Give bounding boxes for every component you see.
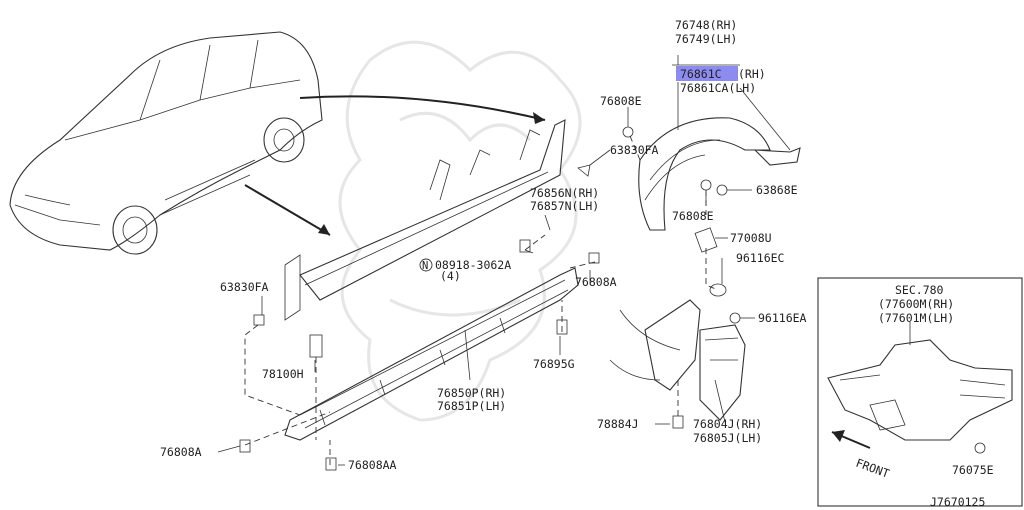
- inset-labels: SEC.780 (77600M(RH) (77601M(LH) FRONT 76…: [854, 283, 994, 481]
- label-96116ec: 96116EC: [736, 251, 785, 265]
- inset-77601m-label: (77601M(LH): [878, 311, 954, 325]
- label-76851p: 76851P(LH): [437, 399, 506, 413]
- side-sill-panel: [284, 267, 579, 441]
- label-08918-3062a: 08918-3062A: [435, 258, 511, 272]
- inset-panel: [817, 277, 1023, 507]
- label-76808e-top: 76808E: [600, 94, 642, 108]
- label-63868e: 63868E: [756, 183, 798, 197]
- label-08918-qty: (4): [440, 269, 461, 283]
- label-76748: 76748(RH): [675, 18, 737, 32]
- label-76808a-mid: 76808A: [575, 275, 617, 289]
- n-mark-icon: [419, 258, 433, 272]
- label-63830fa-left: 63830FA: [220, 280, 269, 294]
- sill-body-structure: [284, 119, 566, 321]
- label-76861c: 76861C: [680, 67, 722, 81]
- label-76749: 76749(LH): [675, 32, 737, 46]
- mud-guard-assembly: [609, 227, 746, 421]
- vehicle-illustration: [9, 31, 323, 255]
- label-63830fa-top: 63830FA: [610, 143, 659, 157]
- wheel-arch-liner: [638, 117, 801, 231]
- inset-sec-label: SEC.780: [895, 283, 944, 297]
- inset-77600m-label: (77600M(RH): [878, 297, 954, 311]
- label-76808e-mid: 76808E: [672, 209, 714, 223]
- inset-76075e-label: 76075E: [952, 463, 994, 477]
- label-76808aa: 76808AA: [348, 458, 397, 472]
- label-76861ca: 76861CA(LH): [680, 81, 756, 95]
- part-labels: 76748(RH) 76749(LH) 76861C (RH) 76861CA(…: [160, 18, 807, 472]
- highlight-box: [676, 66, 738, 81]
- fasteners: [239, 126, 986, 471]
- label-76805j: 76805J(LH): [693, 431, 762, 445]
- label-78100h: 78100H: [262, 367, 304, 381]
- label-76804j: 76804J(RH): [693, 417, 762, 431]
- leader-lines: [217, 55, 791, 466]
- inset-front-label: FRONT: [854, 456, 891, 481]
- label-76856n: 76856N(RH): [530, 186, 599, 200]
- watermark: [338, 40, 582, 422]
- callout-arrows: [244, 95, 546, 236]
- label-77008u: 77008U: [730, 231, 772, 245]
- n-mark-letter: N: [422, 260, 428, 272]
- alignment-lines: [244, 135, 719, 465]
- label-76850p: 76850P(RH): [437, 386, 506, 400]
- label-96116ea: 96116EA: [758, 311, 807, 325]
- diagram-code: J7670125: [930, 495, 985, 509]
- label-76861c-rh: (RH): [738, 67, 766, 81]
- label-76895g: 76895G: [533, 357, 575, 371]
- label-76808a-bot: 76808A: [160, 445, 202, 459]
- label-76857n: 76857N(LH): [530, 199, 599, 213]
- label-78884j: 78884J: [597, 417, 639, 431]
